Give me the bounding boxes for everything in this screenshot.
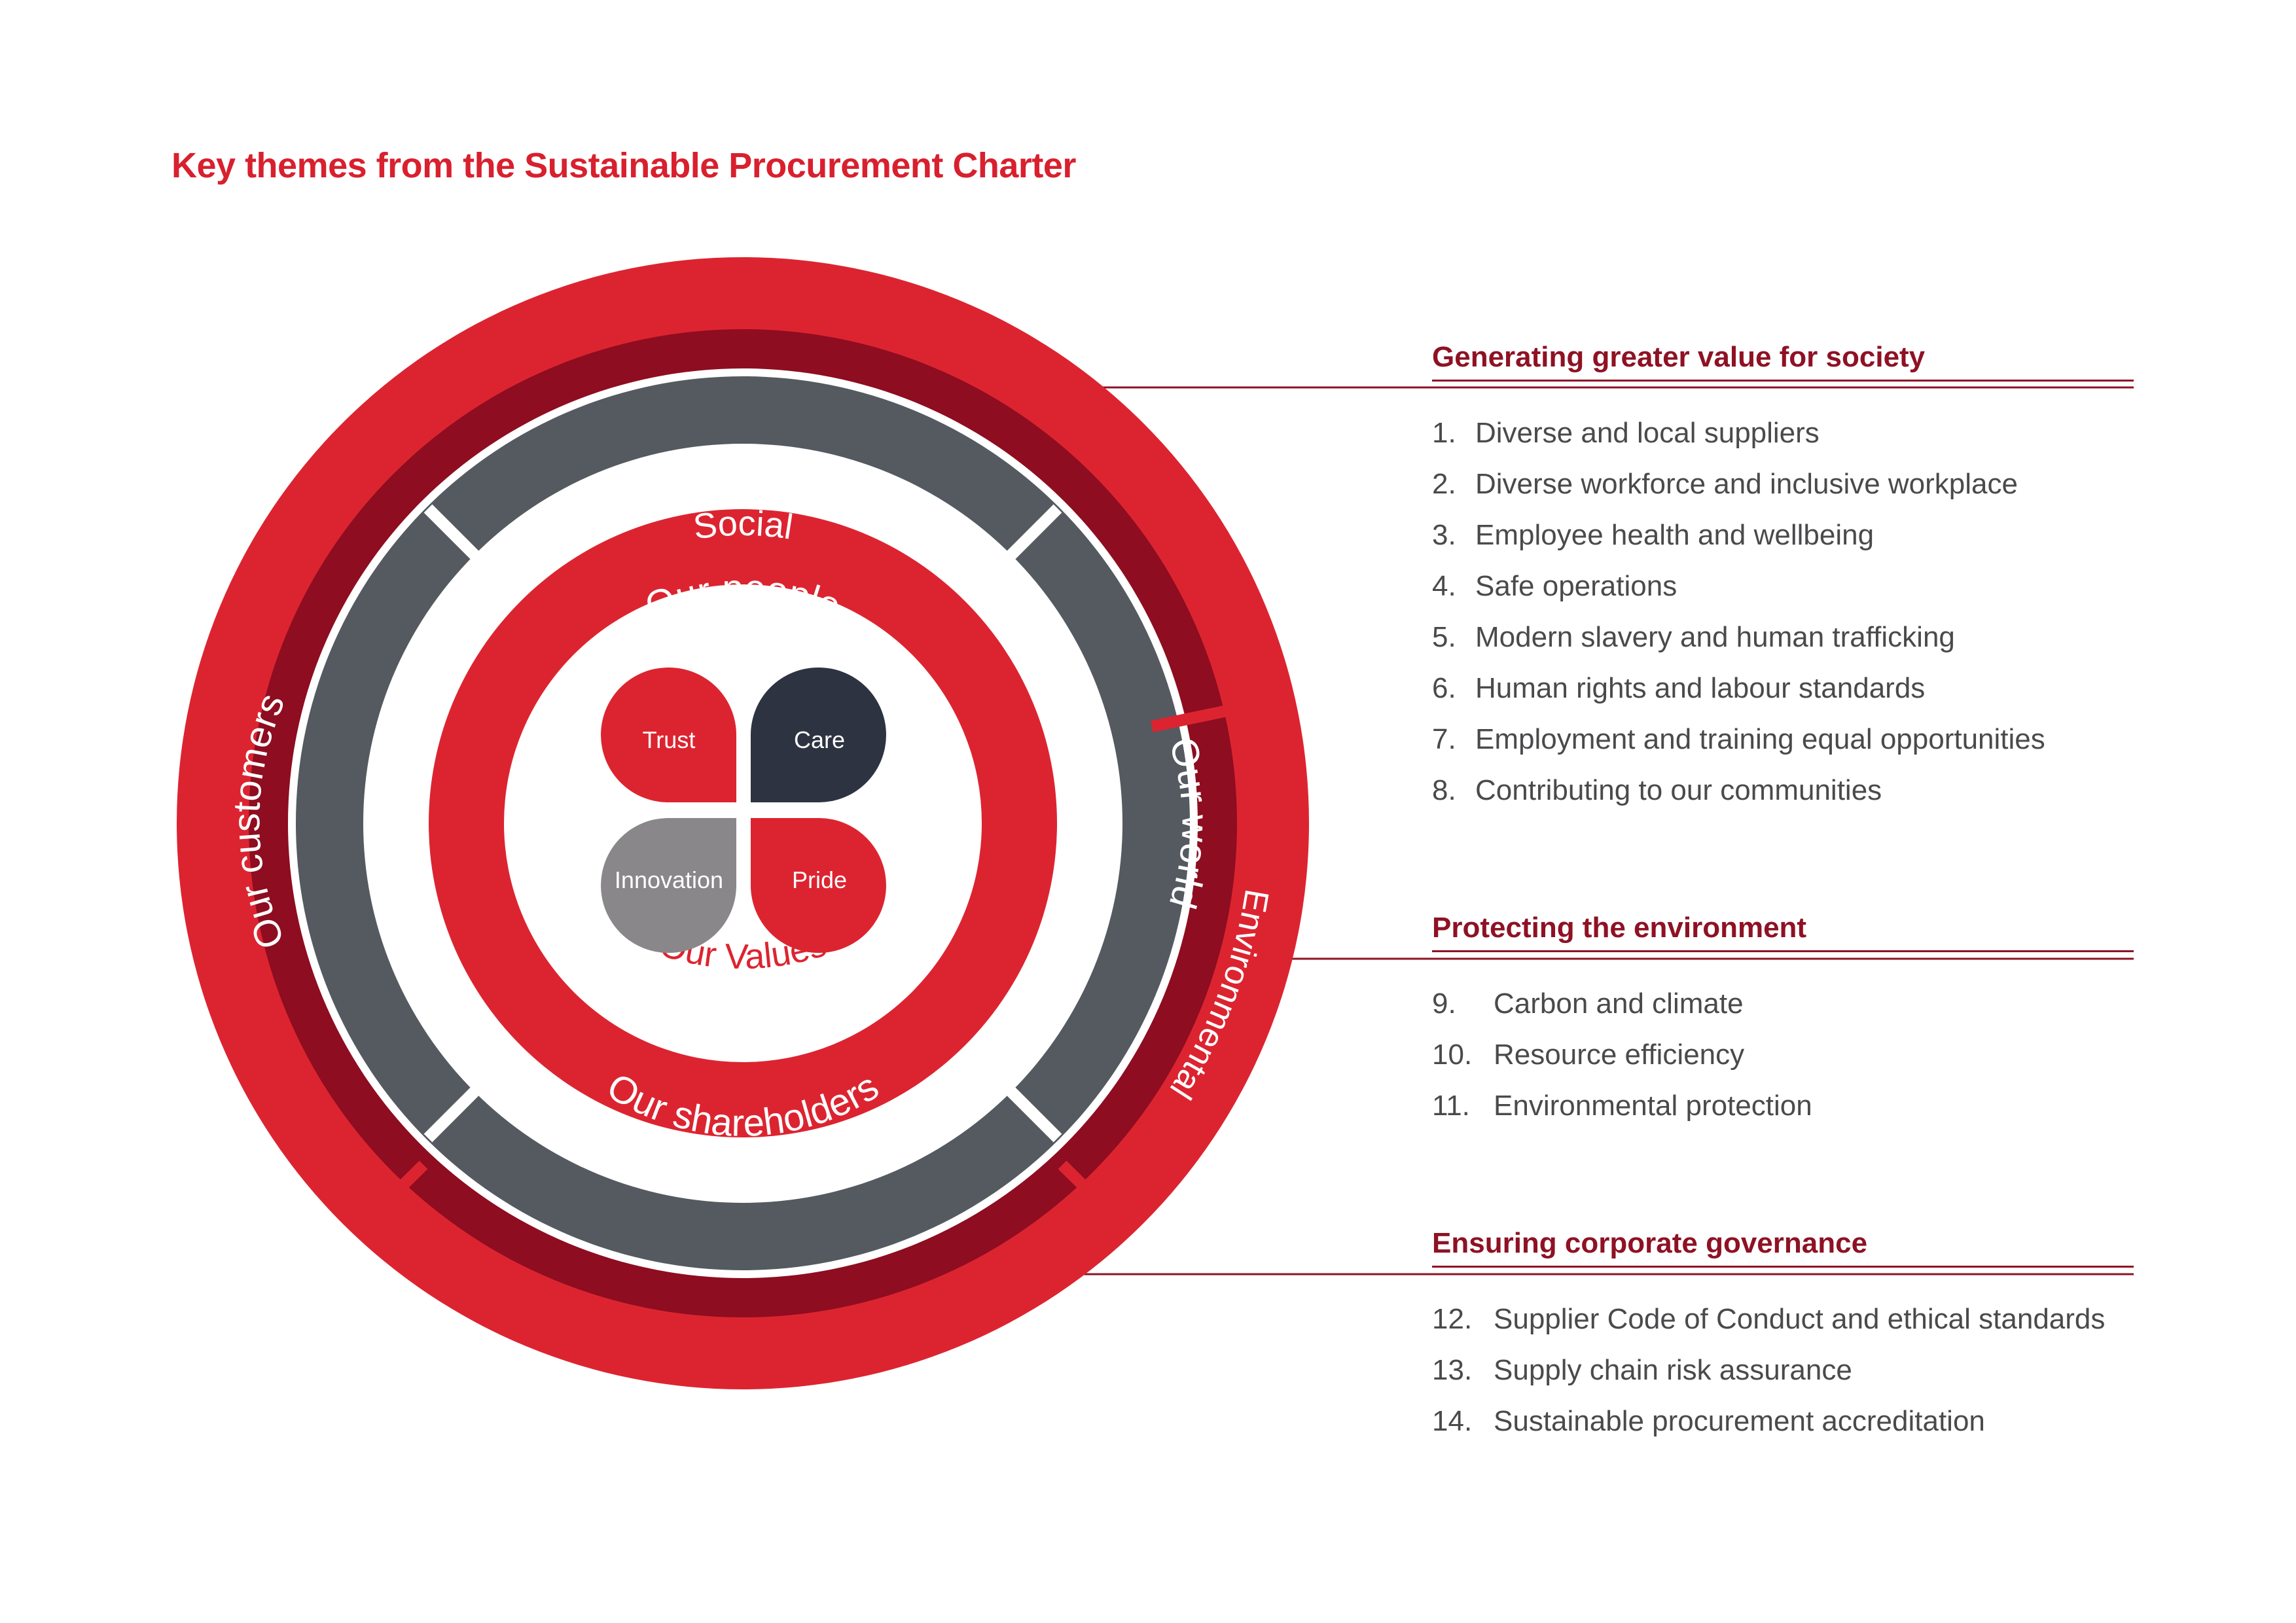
section-heading: Protecting the environment xyxy=(1432,912,1807,944)
list-item: 4. Safe operations xyxy=(1432,561,2134,612)
environment-section: Protecting the environment 9. Carbon and … xyxy=(1432,910,2134,1132)
list-item: 3. Employee health and wellbeing xyxy=(1432,510,2134,561)
item-text: Modern slavery and human trafficking xyxy=(1475,621,1955,653)
item-text: Contributing to our communities xyxy=(1475,774,1882,806)
innovation-petal xyxy=(601,818,736,954)
list-item: 2. Diverse workforce and inclusive workpl… xyxy=(1432,459,2134,510)
item-number: 2. xyxy=(1432,468,1456,500)
innovation-label: Innovation xyxy=(615,866,723,893)
item-number: 3. xyxy=(1432,519,1456,551)
care-petal xyxy=(751,667,886,802)
list-item: 12. Supplier Code of Conduct and ethical … xyxy=(1432,1294,2134,1345)
list-item: 6. Human rights and labour standards xyxy=(1432,663,2134,714)
list-item: 9. Carbon and climate xyxy=(1432,978,2134,1029)
care-label: Care xyxy=(794,726,845,753)
page-title: Key themes from the Sustainable Procurem… xyxy=(171,146,1076,185)
item-number: 12. xyxy=(1432,1303,1473,1335)
governance-section: Ensuring corporate governance 12. Supplie… xyxy=(1432,1225,2134,1447)
item-number: 6. xyxy=(1432,672,1456,704)
trust-petal xyxy=(601,667,736,802)
item-text: Supply chain risk assurance xyxy=(1494,1354,1852,1386)
item-number: 4. xyxy=(1432,570,1456,602)
section-heading: Ensuring corporate governance xyxy=(1432,1227,1868,1259)
item-number: 14. xyxy=(1432,1405,1473,1437)
stakeholder-separators xyxy=(423,504,1062,1143)
item-number: 8. xyxy=(1432,774,1456,806)
list-item: 7. Employment and training equal opportun… xyxy=(1432,714,2134,765)
item-number: 5. xyxy=(1432,621,1456,653)
pride-petal xyxy=(751,818,886,954)
society-theme-list: 1. Diverse and local suppliers 2. Diverse … xyxy=(1432,408,2134,816)
item-text: Safe operations xyxy=(1475,570,1677,602)
governance-theme-list: 12. Supplier Code of Conduct and ethical … xyxy=(1432,1294,2134,1447)
item-text: Carbon and climate xyxy=(1494,988,1744,1020)
item-text: Resource efficiency xyxy=(1494,1039,1745,1071)
item-text: Sustainable procurement accreditation xyxy=(1494,1405,1985,1437)
item-number: 7. xyxy=(1432,723,1456,755)
item-text: Diverse workforce and inclusive workplac… xyxy=(1475,468,2018,500)
section-divider xyxy=(1432,380,2134,382)
item-number: 11. xyxy=(1432,1090,1470,1122)
list-item: 5. Modern slavery and human trafficking xyxy=(1432,612,2134,663)
section-heading: Generating greater value for society xyxy=(1432,341,1926,373)
list-item: 11. Environmental protection xyxy=(1432,1080,2134,1132)
item-text: Employment and training equal opportunit… xyxy=(1475,723,2045,755)
list-item: 14. Sustainable procurement accreditation xyxy=(1432,1396,2134,1447)
society-section: Generating greater value for society 1. D… xyxy=(1432,339,2134,816)
item-text: Employee health and wellbeing xyxy=(1475,519,1874,551)
list-item: 8. Contributing to our communities xyxy=(1432,765,2134,816)
item-number: 10. xyxy=(1432,1039,1473,1071)
list-item: 1. Diverse and local suppliers xyxy=(1432,408,2134,459)
item-text: Environmental protection xyxy=(1494,1090,1812,1122)
pillar-separators xyxy=(365,704,1232,1223)
section-divider xyxy=(1432,1266,2134,1268)
item-text: Diverse and local suppliers xyxy=(1475,417,1820,449)
list-item: 10. Resource efficiency xyxy=(1432,1029,2134,1080)
social-label: Social xyxy=(691,504,796,547)
item-number: 9. xyxy=(1432,988,1456,1020)
item-text: Supplier Code of Conduct and ethical sta… xyxy=(1494,1303,2106,1335)
item-text: Human rights and labour standards xyxy=(1475,672,1926,704)
pride-label: Pride xyxy=(792,866,847,893)
environment-theme-list: 9. Carbon and climate 10. Resource efficie… xyxy=(1432,978,2134,1132)
item-number: 13. xyxy=(1432,1354,1473,1386)
item-number: 1. xyxy=(1432,417,1456,449)
section-divider xyxy=(1432,950,2134,952)
list-item: 13. Supply chain risk assurance xyxy=(1432,1345,2134,1396)
values-center xyxy=(504,584,982,1062)
trust-label: Trust xyxy=(643,726,696,753)
